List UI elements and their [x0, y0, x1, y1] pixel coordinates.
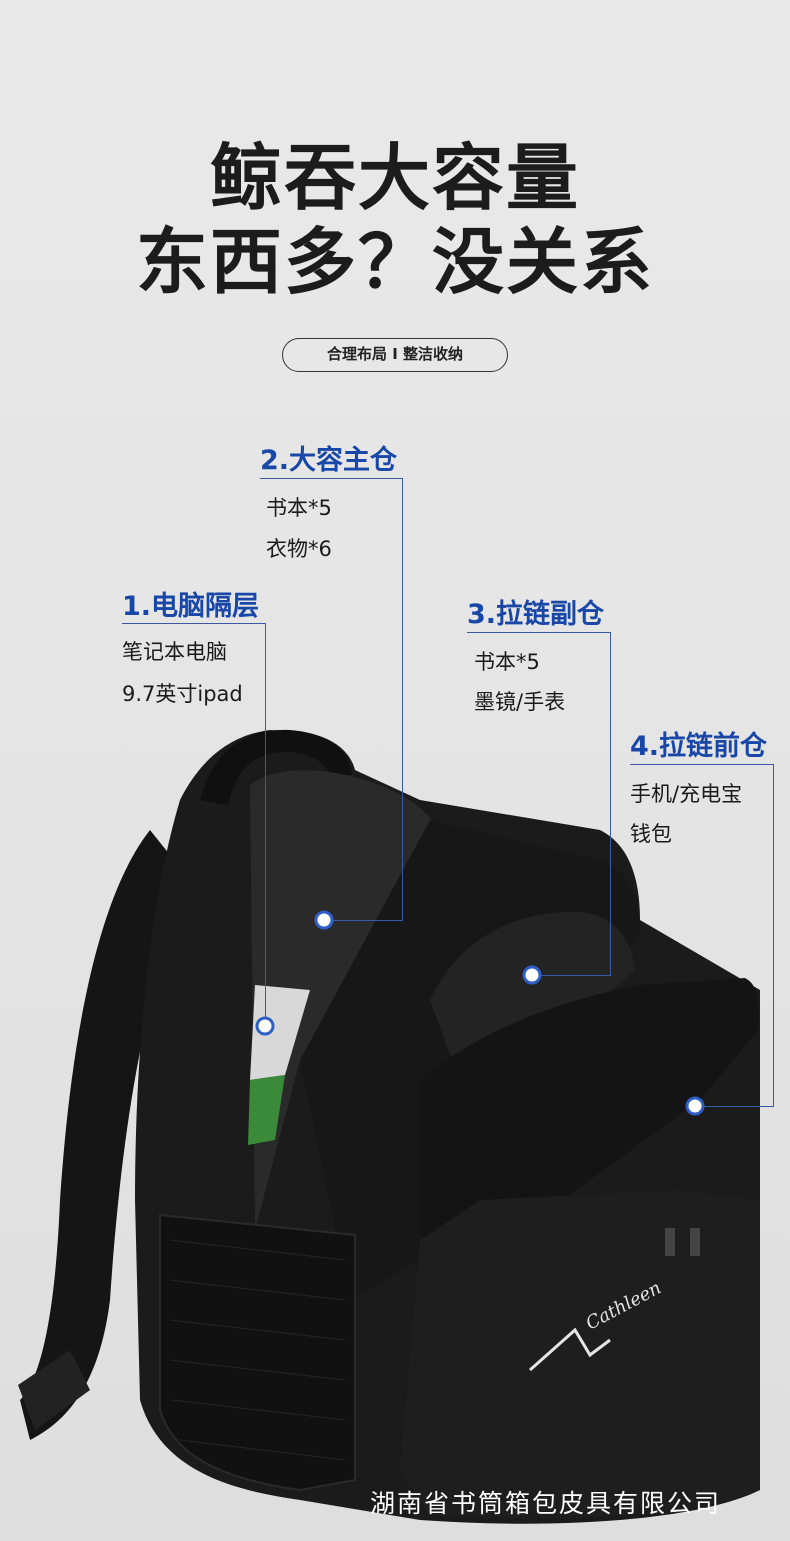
hotspot-1: [255, 1016, 275, 1036]
main-compartment: [250, 770, 435, 1230]
label-4-item-2: 钱包: [630, 822, 672, 846]
label-3-leader: [610, 632, 611, 975]
label-4-title: 4.拉链前仓: [630, 731, 768, 762]
hotspot-2: [314, 910, 334, 930]
feature-tag: 合理布局 I 整洁收纳: [282, 338, 508, 372]
company-watermark: 湖南省书筒箱包皮具有限公司: [370, 1489, 722, 1518]
label-2-item-1: 书本*5: [266, 496, 332, 520]
label-4-leader: [773, 764, 774, 1106]
label-1-item-1: 笔记本电脑: [122, 640, 227, 664]
logo-swoosh: [529, 1327, 611, 1372]
label-2-underline: [260, 478, 403, 479]
headline-line-2: 东西多？没关系: [135, 220, 654, 304]
label-2-title: 2.大容主仓: [260, 445, 398, 476]
zipper-pull: [690, 1228, 700, 1256]
book-stack: [248, 1075, 285, 1145]
label-1-underline: [122, 623, 266, 624]
label-4-underline: [630, 764, 774, 765]
label-1-title: 1.电脑隔层: [122, 591, 260, 622]
headline-line-1: 鲸吞大容量: [209, 136, 580, 220]
label-3-title: 3.拉链副仓: [467, 599, 605, 630]
front-flap: [420, 978, 759, 1260]
front-pocket: [400, 1190, 760, 1519]
zipper-pull: [665, 1228, 675, 1256]
label-3-underline: [467, 632, 611, 633]
label-3-item-2: 墨镜/手表: [474, 690, 566, 714]
label-3-connector: [532, 975, 611, 976]
label-2-connector: [324, 920, 403, 921]
label-4-item-1: 手机/充电宝: [630, 782, 743, 806]
label-4-connector: [695, 1106, 774, 1107]
label-1-leader: [265, 623, 266, 1026]
top-handle: [200, 729, 352, 805]
hotspot-3: [522, 965, 542, 985]
label-2-leader: [402, 478, 403, 920]
hotspot-4: [685, 1096, 705, 1116]
label-3-item-1: 书本*5: [474, 650, 540, 674]
label-2-item-2: 衣物*6: [266, 537, 332, 561]
mesh-pocket: [159, 1213, 356, 1492]
mesh-texture: [169, 1239, 346, 1461]
strap-buckle: [18, 1350, 90, 1430]
label-1-item-2: 9.7英寸ipad: [122, 682, 243, 706]
